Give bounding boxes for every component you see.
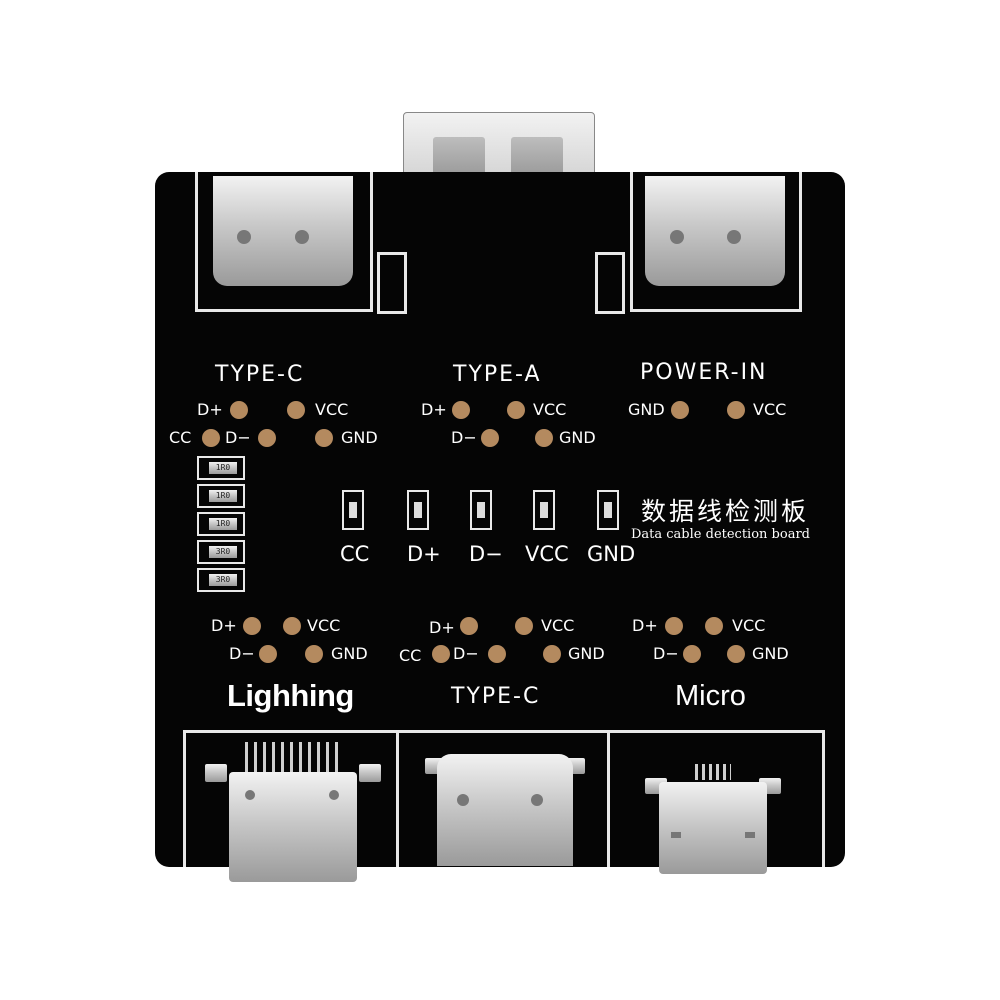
smd-resistor-icon: 1R0 (209, 462, 237, 474)
led-label-dplus: D+ (407, 542, 441, 566)
test-pad (507, 401, 525, 419)
test-pad (665, 617, 683, 635)
pin-label: D+ (429, 618, 455, 637)
label-type-a-top: TYPE-A (453, 362, 542, 387)
pin-label: CC (169, 428, 192, 447)
micro-usb-port-icon (645, 764, 781, 874)
pin-label: GND (628, 400, 665, 419)
smd-resistor-icon: 3R0 (209, 574, 237, 586)
pin-label: VCC (533, 400, 567, 419)
test-pad (727, 401, 745, 419)
pin-label: D+ (211, 616, 237, 635)
type-c-port-frame-top-left (195, 172, 373, 312)
label-power-in: POWER-IN (640, 360, 768, 385)
pin-label: GND (568, 644, 605, 663)
smd-resistor-icon: 3R0 (209, 546, 237, 558)
test-pad (202, 429, 220, 447)
test-pad (315, 429, 333, 447)
led-label-cc: CC (340, 542, 370, 566)
pcb-board: TYPE-C TYPE-A POWER-IN D+ VCC CC D− GND … (155, 172, 845, 882)
lightning-port-icon (205, 742, 385, 882)
pin-label: D− (453, 644, 479, 663)
test-pad (535, 429, 553, 447)
smd-resistor-icon: 1R0 (209, 490, 237, 502)
test-pad (283, 617, 301, 635)
led-icon (470, 490, 492, 530)
type-c-port-frame-top-right (630, 172, 802, 312)
led-icon (597, 490, 619, 530)
pin-label: GND (559, 428, 596, 447)
pin-label: D− (451, 428, 477, 447)
board-title-en: Data cable detection board (631, 527, 810, 542)
led-label-gnd: GND (587, 542, 636, 566)
test-pad (243, 617, 261, 635)
pin-label: D+ (632, 616, 658, 635)
test-pad (432, 645, 450, 663)
pin-label: VCC (753, 400, 787, 419)
test-pad (305, 645, 323, 663)
led-icon (407, 490, 429, 530)
label-type-c-top: TYPE-C (215, 362, 305, 387)
test-pad (460, 617, 478, 635)
smd-resistor-icon: 1R0 (209, 518, 237, 530)
resistor-column: 1R0 1R0 1R0 3R0 3R0 (197, 456, 245, 592)
label-type-c-bottom: TYPE-C (451, 684, 541, 709)
label-lightning: Lighhing (227, 678, 354, 713)
pin-label: D− (225, 428, 251, 447)
test-pad (705, 617, 723, 635)
test-pad (515, 617, 533, 635)
pin-label: CC (399, 646, 422, 665)
test-pad (543, 645, 561, 663)
pin-label: D+ (197, 400, 223, 419)
pin-label: VCC (732, 616, 766, 635)
pin-label: VCC (541, 616, 575, 635)
label-micro: Micro (675, 680, 746, 712)
usb-type-c-port-bottom-icon (425, 750, 585, 870)
test-pad (481, 429, 499, 447)
pin-label: GND (341, 428, 378, 447)
micro-port-frame (607, 730, 825, 867)
usb-type-c-port-top-right-icon (645, 176, 785, 286)
led-label-vcc: VCC (525, 542, 569, 566)
test-pad (683, 645, 701, 663)
test-pad (488, 645, 506, 663)
pin-label: D+ (421, 400, 447, 419)
pin-label: D− (653, 644, 679, 663)
test-pad (259, 645, 277, 663)
test-pad (452, 401, 470, 419)
test-pad (230, 401, 248, 419)
usb-type-c-port-top-left-icon (213, 176, 353, 286)
pin-label: D− (229, 644, 255, 663)
led-icon (533, 490, 555, 530)
led-label-dminus: D− (469, 542, 503, 566)
pin-label: GND (752, 644, 789, 663)
led-icon (342, 490, 364, 530)
type-a-bracket-left (377, 252, 407, 314)
board-title-cn: 数据线检测板 (641, 497, 810, 526)
pin-label: VCC (307, 616, 341, 635)
test-pad (258, 429, 276, 447)
pin-label: VCC (315, 400, 349, 419)
test-pad (287, 401, 305, 419)
type-a-bracket-right (595, 252, 625, 314)
test-pad (727, 645, 745, 663)
test-pad (671, 401, 689, 419)
pin-label: GND (331, 644, 368, 663)
